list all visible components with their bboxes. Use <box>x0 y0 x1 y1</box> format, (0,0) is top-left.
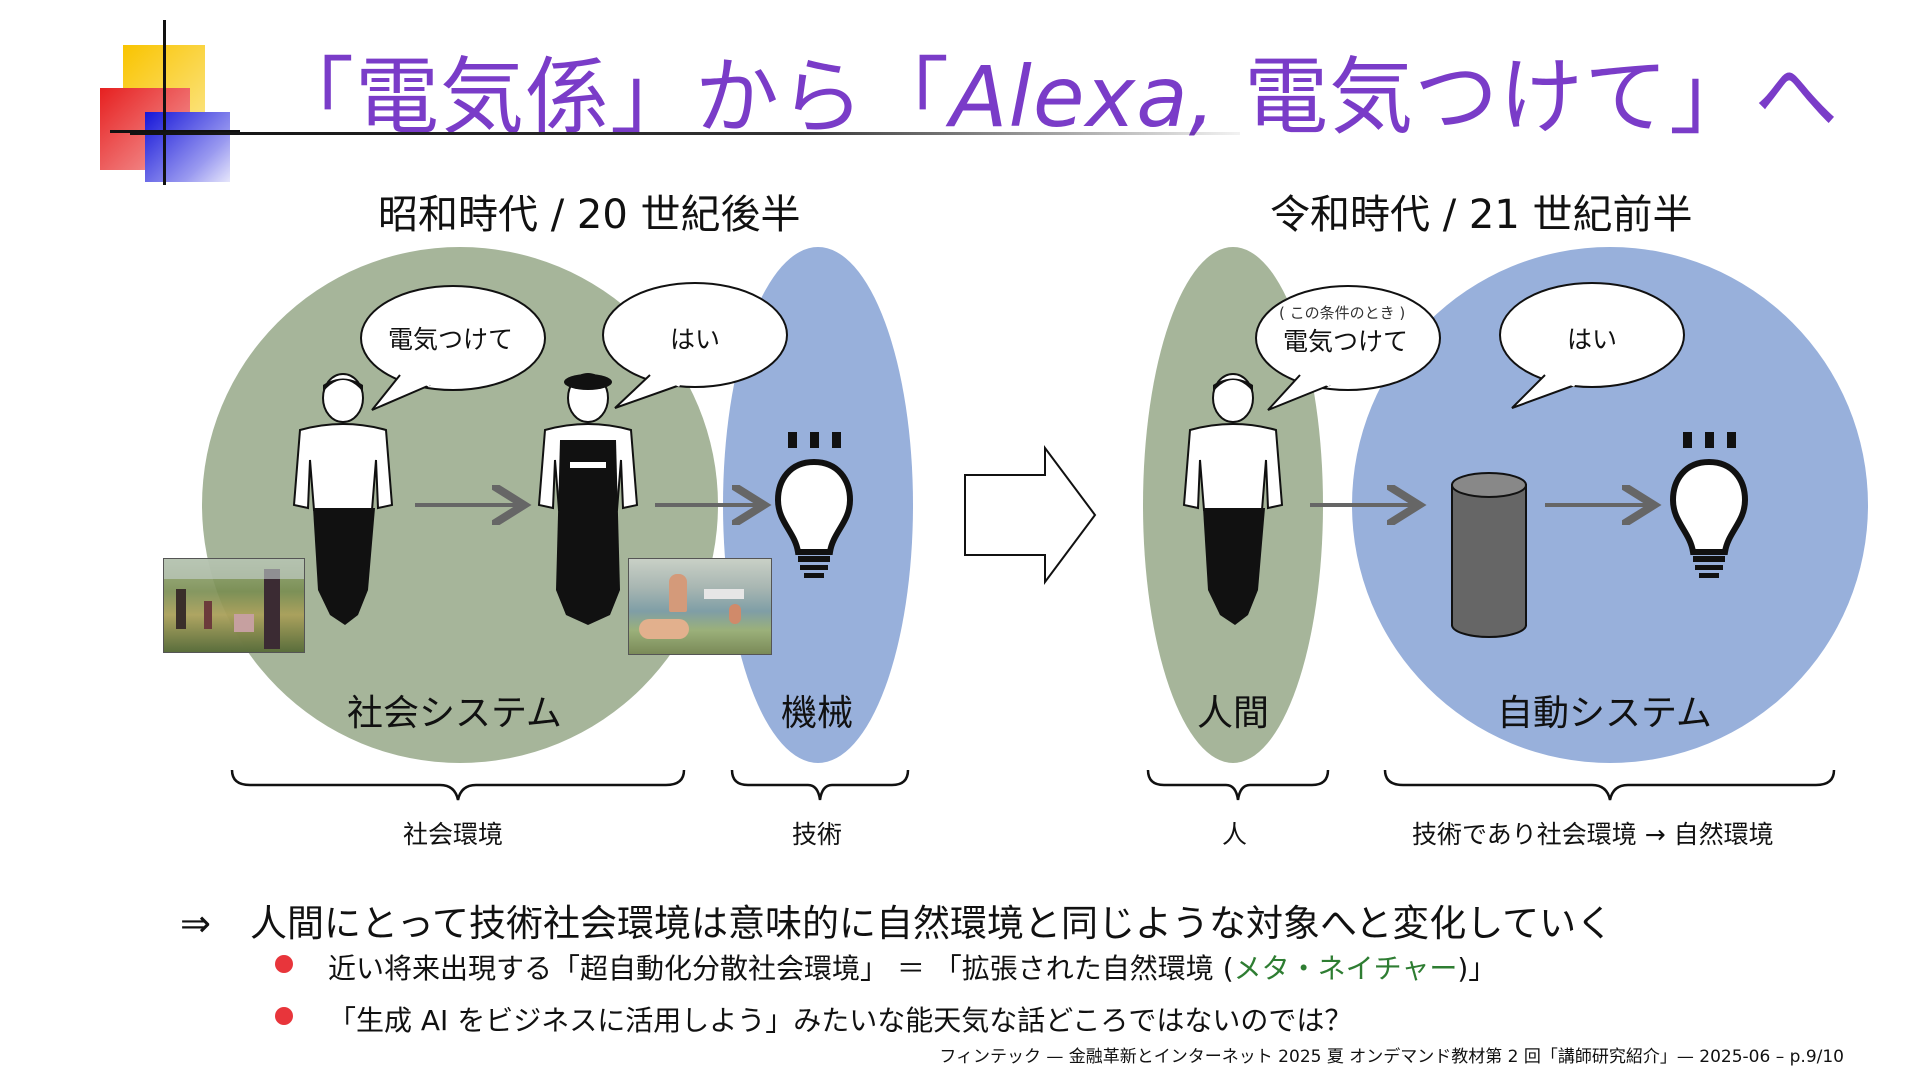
person-icon-2 <box>1182 373 1284 625</box>
worker-icon <box>537 373 639 625</box>
brace-label-social-environment: 社会環境 <box>403 820 504 849</box>
smart-speaker-icon <box>1451 472 1527 638</box>
footer: フィンテック — 金融革新とインターネット 2025 夏 オンデマンド教材第 2… <box>939 1047 1844 1067</box>
brace-technology <box>730 769 910 801</box>
brace-label-tech-to-nature: 技術であり社会環境 → 自然環境 <box>1412 820 1774 849</box>
bullet-dot-2 <box>275 1007 293 1025</box>
speech-bubble-1 <box>360 285 546 411</box>
speech-bubble-4 <box>1499 282 1685 409</box>
brace-human <box>1146 769 1330 801</box>
bubble-text-turn-on-1: 電気つけて <box>388 325 514 354</box>
logo-horizontal-line <box>110 130 240 133</box>
slide-title: 「電気係」から「Alexa, 電気つけて」へ <box>270 48 1840 146</box>
logo-blue-square <box>145 112 230 182</box>
logo-squares <box>100 20 240 190</box>
light-bulb-icon-1 <box>774 432 854 578</box>
label-automatic-system: 自動システム <box>1497 693 1712 734</box>
brace-social-environment <box>230 769 686 801</box>
label-human: 人間 <box>1197 693 1270 734</box>
implies-arrow: ⇒ <box>180 902 212 945</box>
bullet-1: 近い将来出現する「超自動化分散社会環境」 ＝ 「拡張された自然環境 (メタ・ネイ… <box>328 952 1497 985</box>
label-social-system: 社会システム <box>347 693 562 734</box>
meta-nature-highlight: メタ・ネイチャー <box>1233 952 1458 985</box>
bubble-text-yes-1: はい <box>670 325 721 354</box>
bullet-2: 「生成 AI をビジネスに活用しよう」みたいな能天気な話どころではないのでは？ <box>328 1004 1353 1037</box>
bubble-condition-note: ( この条件のとき ) <box>1279 304 1406 322</box>
painting-bathers <box>628 558 772 655</box>
logo-vertical-line <box>163 20 166 185</box>
brace-label-technology: 技術 <box>792 820 843 849</box>
person-icon-1 <box>292 373 394 625</box>
brace-tech-to-nature <box>1383 769 1836 801</box>
light-bulb-icon-2 <box>1669 432 1749 578</box>
bullet-dot-1 <box>275 955 293 973</box>
conclusion-text: 人間にとって技術社会環境は意味的に自然環境と同じような対象へと変化していく <box>250 902 1614 945</box>
speech-bubble-3 <box>1255 285 1441 411</box>
bubble-text-yes-2: はい <box>1567 325 1618 354</box>
conclusion-line: ⇒ 人間にとって技術社会環境は意味的に自然環境と同じような対象へと変化していく <box>180 893 1613 947</box>
brace-label-human: 人 <box>1222 820 1248 849</box>
label-machine: 機械 <box>781 693 854 734</box>
left-era-heading: 昭和時代 / 20 世紀後半 <box>378 192 801 238</box>
title-rule <box>130 132 1240 135</box>
transition-arrow-icon <box>964 444 1097 586</box>
speech-bubble-2 <box>602 282 788 409</box>
right-era-heading: 令和時代 / 21 世紀前半 <box>1270 192 1693 238</box>
painting-grande-jatte <box>163 558 305 653</box>
bubble-text-turn-on-2: 電気つけて <box>1283 327 1409 356</box>
